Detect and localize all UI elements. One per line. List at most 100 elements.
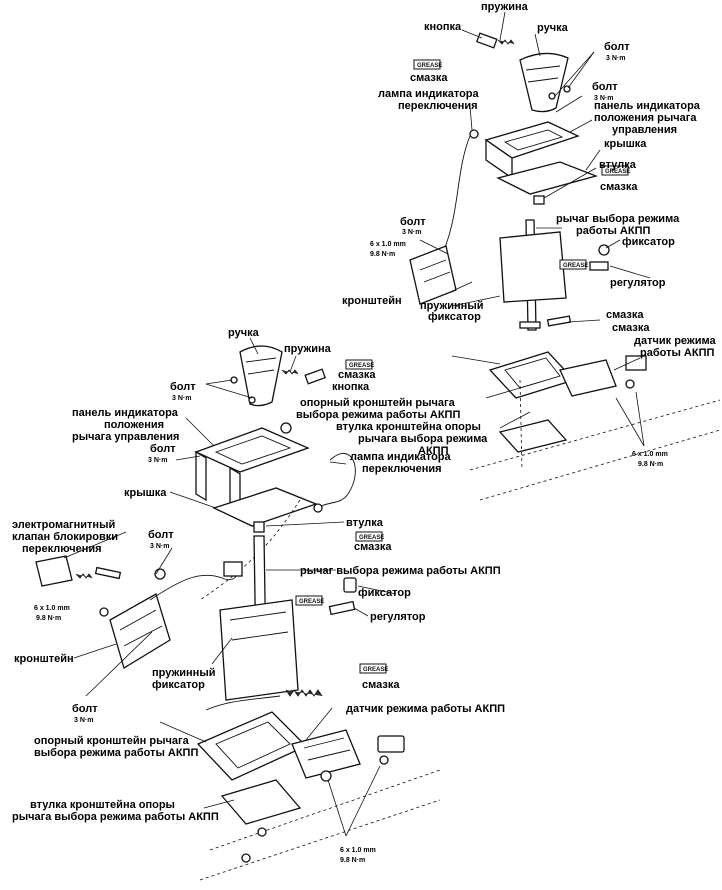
upper-label-bolt-1: болт bbox=[604, 41, 630, 53]
upper-label-support-2: выбора режима работы АКПП bbox=[296, 409, 460, 421]
svg-text:GREASE: GREASE bbox=[349, 363, 374, 369]
lower-label-spring-clamp-2: фиксатор bbox=[152, 679, 205, 691]
lower-label-handle: ручка bbox=[228, 327, 260, 339]
lower-button-part bbox=[304, 368, 327, 385]
upper-label-grease-4: смазка bbox=[612, 322, 650, 334]
lower-label-bolt-2: болт bbox=[150, 443, 176, 455]
upper-label-grease-2: смазка bbox=[600, 181, 638, 193]
svg-text:GREASE: GREASE bbox=[299, 599, 324, 605]
lower-label-torque-1: 3 N·m bbox=[172, 395, 191, 402]
lower-label-spring: пружина bbox=[284, 343, 332, 355]
upper-label-clamp: фиксатор bbox=[622, 236, 675, 248]
upper-label-panel-3: управления bbox=[612, 124, 677, 136]
lower-label-panel-2: положения bbox=[104, 419, 164, 431]
lower-label-grease-1: смазка bbox=[338, 369, 376, 381]
lower-label-bolt-4: болт bbox=[72, 703, 98, 715]
upper-label-size: 6 x 1.0 mm bbox=[370, 241, 406, 248]
lower-labels: ручка пружина смазка кнопка болт 3 N·m п… bbox=[12, 327, 505, 864]
upper-label-support-1: опорный кронштейн рычага bbox=[300, 397, 456, 409]
lower-grease-stamp-4: GREASE bbox=[359, 663, 388, 674]
upper-labels: пружина кнопка ручка болт 3 N·m смазка б… bbox=[296, 1, 716, 468]
upper-support-bracket bbox=[488, 351, 576, 399]
upper-grease-stamp-2: GREASE bbox=[601, 165, 630, 176]
svg-text:GREASE: GREASE bbox=[363, 667, 388, 673]
lower-label-grease-2: смазка bbox=[354, 541, 392, 553]
upper-label-sensor-1: датчик режима bbox=[634, 335, 716, 347]
lower-base-plate bbox=[220, 779, 302, 825]
lower-label-panel-3: рычага управления bbox=[72, 431, 179, 443]
upper-label-lever-2: работы АКПП bbox=[576, 225, 650, 237]
lower-label-support-1: опорный кронштейн рычага bbox=[34, 735, 190, 747]
upper-assembly: GREASE GREASE GREASE bbox=[409, 32, 721, 501]
lower-label-lamp-1: лампа индикатора bbox=[350, 451, 452, 463]
upper-label-adjuster: регулятор bbox=[610, 277, 666, 289]
upper-bracket bbox=[409, 245, 457, 305]
lower-label-sleeve-2: рычага выбора режима работы АКПП bbox=[12, 811, 219, 823]
lower-spring-clamp-part bbox=[285, 689, 323, 697]
lower-label-torque-2: 3 N·m bbox=[148, 457, 167, 464]
lower-label-solenoid-2: клапан блокировки bbox=[12, 531, 118, 543]
lower-cover bbox=[212, 487, 318, 527]
lower-assembly: GREASE GREASE GREASE bbox=[35, 345, 441, 881]
lower-label-bolt-3: болт bbox=[148, 529, 174, 541]
lower-label-spring-clamp-1: пружинный bbox=[152, 667, 215, 679]
upper-label-sensor-2: работы АКПП bbox=[640, 347, 714, 359]
lower-lamp-wire bbox=[315, 453, 356, 511]
upper-label-sleeve-3: АКПП bbox=[418, 445, 449, 457]
lower-position-sensor bbox=[291, 729, 361, 779]
lower-label-lever: рычаг выбора режима работы АКПП bbox=[300, 565, 501, 577]
lower-label-bushing: втулка bbox=[346, 517, 384, 529]
upper-label-torque-98: 9.8 N·m bbox=[370, 251, 395, 258]
upper-label-lever-1: рычаг выбора режима bbox=[556, 213, 680, 225]
upper-label-panel-2: положения рычага bbox=[594, 112, 697, 124]
upper-lamp-wire bbox=[443, 135, 471, 251]
lower-label-lamp-2: переключения bbox=[362, 463, 442, 475]
lower-label-bracket: кронштейн bbox=[14, 653, 74, 665]
upper-label-torque-1: 3 N·m bbox=[606, 55, 625, 62]
upper-cover bbox=[496, 161, 599, 195]
lower-grease-stamp-1: GREASE bbox=[345, 359, 374, 370]
leader-lines bbox=[63, 11, 651, 837]
lower-label-clamp: фиксатор bbox=[358, 587, 411, 599]
upper-label-torque-98-2: 9.8 N·m bbox=[638, 461, 663, 468]
upper-label-button: кнопка bbox=[424, 21, 462, 33]
lower-label-torque-4: 3 N·m bbox=[74, 717, 93, 724]
upper-label-torque-2: 3 N·m bbox=[594, 95, 613, 102]
lower-label-size: 6 x 1.0 mm bbox=[34, 605, 70, 612]
upper-label-sleeve-2: рычага выбора режима bbox=[358, 433, 488, 445]
upper-label-lamp-2: переключения bbox=[398, 100, 478, 112]
lower-grease-stamp-3: GREASE bbox=[295, 595, 324, 606]
svg-text:GREASE: GREASE bbox=[563, 263, 588, 269]
lower-label-support-2: выбора режима работы АКПП bbox=[34, 747, 198, 759]
upper-label-sleeve-1: втулка кронштейна опоры bbox=[336, 421, 481, 433]
lower-indicator-panel bbox=[194, 427, 310, 473]
lower-label-sleeve-1: втулка кронштейна опоры bbox=[30, 799, 175, 811]
lower-bracket bbox=[109, 593, 171, 669]
svg-text:GREASE: GREASE bbox=[417, 63, 442, 69]
upper-label-bracket: кронштейн bbox=[342, 295, 402, 307]
lower-label-torque-98: 9.8 N·m bbox=[36, 615, 61, 622]
upper-base-plate bbox=[498, 419, 568, 453]
lower-label-grease-3: смазка bbox=[362, 679, 400, 691]
lower-solenoid-valve bbox=[35, 555, 73, 587]
upper-label-spring-clamp-1: пружинный bbox=[420, 300, 483, 312]
upper-label-panel-1: панель индикатора bbox=[594, 100, 701, 112]
upper-label-grease-3: смазка bbox=[606, 309, 644, 321]
upper-grease-stamp-1: GREASE bbox=[413, 59, 442, 70]
lower-label-button: кнопка bbox=[332, 381, 370, 393]
upper-spring-part bbox=[497, 39, 515, 45]
upper-label-spring-clamp-2: фиксатор bbox=[428, 311, 481, 323]
svg-text:GREASE: GREASE bbox=[359, 535, 384, 541]
lower-bushing-part bbox=[253, 521, 265, 533]
lower-label-size-2: 6 x 1.0 mm bbox=[340, 847, 376, 854]
upper-label-size-2: 6 x 1.0 mm bbox=[632, 451, 668, 458]
lower-label-solenoid-3: переключения bbox=[22, 543, 102, 555]
lower-label-torque-98-2: 9.8 N·m bbox=[340, 857, 365, 864]
upper-label-handle: ручка bbox=[537, 22, 569, 34]
lower-label-solenoid-1: электромагнитный bbox=[12, 519, 115, 531]
upper-label-bolt-2: болт bbox=[592, 81, 618, 93]
lower-label-adjuster: регулятор bbox=[370, 611, 426, 623]
upper-button-part bbox=[475, 32, 498, 49]
lower-label-cover: крышка bbox=[124, 487, 167, 499]
